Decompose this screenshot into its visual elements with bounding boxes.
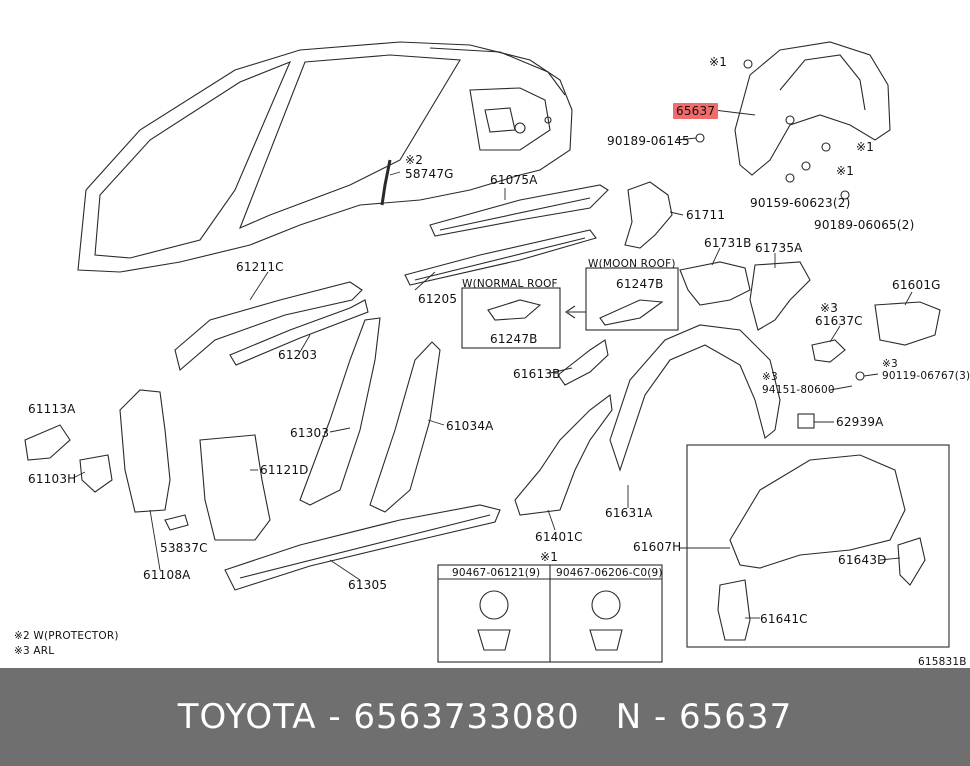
label-61643d: 61643D (838, 553, 887, 567)
label-clip-90467-06121: 90467-06121(9) (452, 567, 541, 579)
rocker-61305 (224, 504, 501, 591)
wheel-arch-61631a (609, 324, 781, 472)
mark-x2: ※2 (405, 153, 424, 167)
part-61643d (897, 537, 926, 586)
label-90189-06145: 90189-06145 (607, 134, 690, 148)
mark-x3: ※3 (762, 371, 778, 383)
mark-x1: ※1 (709, 55, 728, 69)
label-61108a: 61108A (143, 568, 191, 582)
clip-53837c (164, 514, 189, 531)
pillar-61034a (369, 341, 441, 513)
label-61641c: 61641C (760, 612, 808, 626)
label-90189-06065: 90189-06065(2) (814, 218, 915, 232)
label-normal-roof: W(NORMAL ROOF (462, 278, 558, 290)
arrow-left (565, 305, 586, 319)
note-protector: ※2 W(PROTECTOR) (14, 630, 119, 642)
footer-reference: N - 65637 (615, 697, 793, 737)
nut-90119 (855, 371, 865, 381)
footer-bar: TOYOTA - 6563733080 N - 65637 (0, 668, 970, 766)
moon-roof-box (585, 267, 679, 331)
mark-x3: ※3 (882, 358, 898, 370)
bracket-61247b-a (487, 299, 542, 321)
detail-box (686, 444, 950, 648)
label-65637-highlighted: 65637 (673, 103, 719, 119)
diagram-id: 615831B (918, 656, 967, 668)
label-61637c: 61637C (815, 314, 863, 328)
bracket-61247b-b (599, 299, 664, 326)
molding-58747g (380, 159, 392, 206)
mark-x1: ※1 (836, 164, 855, 178)
footer-part-number: TOYOTA - 6563733080 (177, 697, 580, 737)
rail-61203 (229, 299, 369, 366)
body-side-panel (77, 41, 573, 273)
part-61711 (624, 181, 673, 249)
part-61613b (557, 339, 609, 386)
parts-diagram: 65637 90189-06145 ※1 ※1 ※1 90159-60623(2… (14, 41, 970, 668)
label-61075a: 61075A (490, 173, 538, 187)
rail-61211c (174, 281, 363, 371)
label-61305: 61305 (348, 578, 388, 592)
clip-icon (743, 59, 753, 69)
note-arl: ※3 ARL (14, 645, 55, 657)
part-61103h (79, 454, 113, 493)
bolt-90189-06145 (695, 133, 705, 143)
part-61601g (874, 301, 941, 346)
label-61203: 61203 (278, 348, 318, 362)
label-53837c: 53837C (160, 541, 208, 555)
rail-61205 (404, 229, 597, 286)
part-61735a (749, 261, 811, 331)
clip-icon-a (479, 590, 509, 620)
label-61303: 61303 (290, 426, 330, 440)
label-61034a: 61034A (446, 419, 494, 433)
label-clip-90467-06206: 90467-06206-C0(9) (556, 567, 663, 579)
part-61113a (24, 424, 71, 461)
part-61641c (717, 579, 751, 641)
label-94151-80600: 94151-80600 (762, 384, 835, 396)
label-61731b: 61731B (704, 236, 752, 250)
clip-icon-b (591, 590, 621, 620)
label-61103h: 61103H (28, 472, 77, 486)
fender-liner-65637 (734, 41, 891, 176)
mark-x1: ※1 (856, 140, 875, 154)
part-61401c (514, 393, 613, 516)
label-61711: 61711 (686, 208, 726, 222)
part-61731b (679, 261, 751, 306)
pillar-61303 (299, 317, 381, 506)
label-61735a: 61735A (755, 241, 803, 255)
label-61607h: 61607H (633, 540, 682, 554)
label-61613b: 61613B (513, 367, 561, 381)
part-61637c (811, 339, 846, 363)
label-61205: 61205 (418, 292, 458, 306)
label-61211c: 61211C (236, 260, 284, 274)
part-61121d (199, 434, 271, 541)
plug-62939a (797, 413, 815, 429)
pillar-61108a (119, 389, 171, 513)
label-90119-06767: 90119-06767(3) (882, 370, 970, 382)
bolt-90189-06065 (840, 190, 850, 200)
normal-roof-box (461, 287, 561, 349)
label-61631a: 61631A (605, 506, 653, 520)
label-61121d: 61121D (260, 463, 309, 477)
mark-x1: ※1 (540, 550, 559, 564)
label-61247b: 61247B (490, 332, 538, 346)
screw-90159 (785, 173, 795, 183)
label-61113a: 61113A (28, 402, 76, 416)
mark-x3: ※3 (820, 301, 839, 315)
diagram-drawing (24, 41, 950, 663)
label-90159-60623: 90159-60623(2) (750, 196, 851, 210)
label-61601g: 61601G (892, 278, 941, 292)
label-62939a: 62939A (836, 415, 884, 429)
leader-lines (72, 109, 913, 619)
roof-rail-61075a (429, 184, 609, 237)
label-58747g: 58747G (405, 167, 454, 181)
label-moon-roof: W(MOON ROOF) (588, 258, 676, 270)
label-61401c: 61401C (535, 530, 583, 544)
label-61247b: 61247B (616, 277, 664, 291)
liner-61607h (729, 454, 906, 569)
